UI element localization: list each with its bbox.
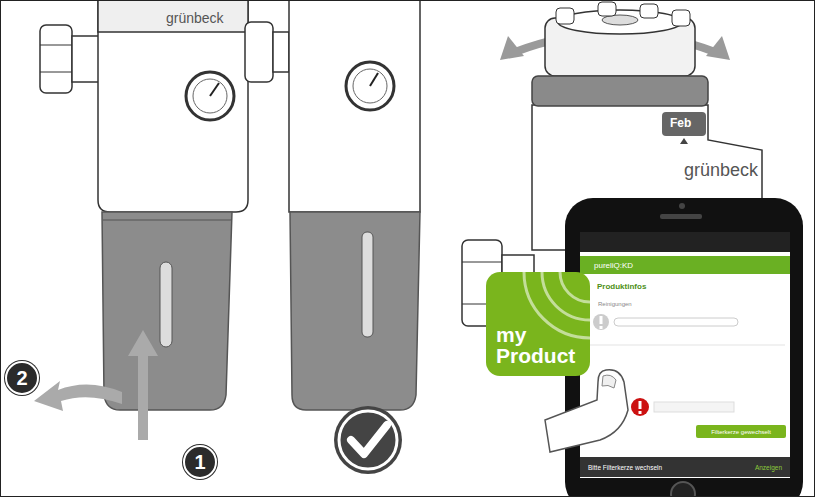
filter-housing-right — [462, 2, 803, 497]
cap-grip — [556, 8, 574, 24]
callout-number: 2 — [5, 361, 39, 395]
cap-grip — [640, 4, 658, 18]
cap-top — [558, 10, 682, 34]
icon-mark — [639, 411, 642, 414]
check-badge — [334, 406, 402, 474]
home-button — [671, 482, 695, 497]
nut-edge — [462, 262, 502, 263]
phone-screen — [580, 232, 790, 478]
pressure-gauge — [186, 72, 234, 120]
gauge-dial — [193, 79, 227, 113]
app-button: Filterkerze gewechselt — [696, 425, 786, 438]
check-ring — [339, 411, 397, 469]
housing-body — [289, 0, 420, 212]
check-mark — [351, 425, 387, 454]
badge-wave — [524, 272, 590, 338]
filter-housing-middle — [245, 0, 420, 474]
icon-mark — [600, 316, 603, 324]
housing-body — [98, 0, 248, 212]
node-text: Bitte Filterkerze wechseln — [588, 464, 662, 471]
pipe-nut — [245, 22, 273, 82]
screen-heading: Produktinfos — [597, 282, 646, 291]
filter-bowl — [102, 212, 232, 410]
device-icon — [608, 382, 618, 426]
pointing-finger — [545, 370, 628, 452]
node-text: 1 — [194, 451, 205, 474]
bowl-thread — [103, 219, 231, 221]
node-text: 2 — [16, 367, 27, 390]
app-badge: my Product — [486, 272, 590, 376]
fingernail — [602, 375, 616, 388]
month-marker — [680, 138, 688, 144]
sight-window — [362, 232, 373, 337]
date-ring — [532, 76, 708, 106]
screen-text: Reinigungen — [598, 301, 632, 307]
month-label: Feb — [670, 116, 691, 130]
callout-number: 1 — [183, 445, 217, 479]
pipe-nut — [40, 25, 72, 93]
row-divider — [585, 345, 785, 346]
brand-logo: grünbeck — [166, 10, 224, 26]
nut-edge — [40, 72, 72, 73]
badge-wave — [542, 272, 590, 320]
cap-grip — [598, 2, 616, 16]
turn-arrow — [34, 381, 122, 411]
month-tab — [662, 112, 706, 136]
gauge-dial — [353, 69, 387, 103]
gauge-needle — [210, 83, 219, 96]
icon-mark — [639, 401, 642, 409]
push-up-arrow — [128, 330, 158, 440]
sight-window — [160, 262, 172, 347]
filter-bowl — [290, 212, 420, 410]
phone-camera — [679, 203, 685, 209]
brand-logo: grünbeck — [684, 160, 758, 181]
node-text: my Product — [496, 324, 566, 366]
phone-speaker — [660, 214, 702, 219]
pressure-gauge — [346, 62, 394, 110]
app-bottom-bar: Bitte Filterkerze wechseln Anzeigen — [580, 457, 790, 477]
badge-wave — [560, 272, 590, 302]
node-text: Anzeigen — [755, 464, 782, 471]
arrow-head — [706, 36, 730, 60]
phone-body — [565, 198, 803, 497]
filter-housing-left — [34, 0, 248, 440]
arrow-head — [500, 36, 524, 60]
cap-grip — [672, 10, 690, 26]
alert-field — [654, 402, 734, 412]
pipe-connector — [273, 32, 289, 72]
housing-top — [98, 0, 248, 32]
app-header: pureliQ:KD — [580, 256, 790, 274]
alert-icon — [631, 398, 649, 416]
icon-mark — [600, 326, 603, 329]
progress-field — [614, 318, 738, 326]
status-bar — [580, 232, 790, 252]
gauge-needle — [370, 73, 378, 86]
nut-edge — [40, 45, 72, 46]
pipe-connector — [72, 36, 100, 82]
info-icon — [593, 314, 609, 330]
node-text: Filterkerze gewechselt — [711, 429, 771, 435]
node-text: pureliQ:KD — [594, 261, 633, 270]
